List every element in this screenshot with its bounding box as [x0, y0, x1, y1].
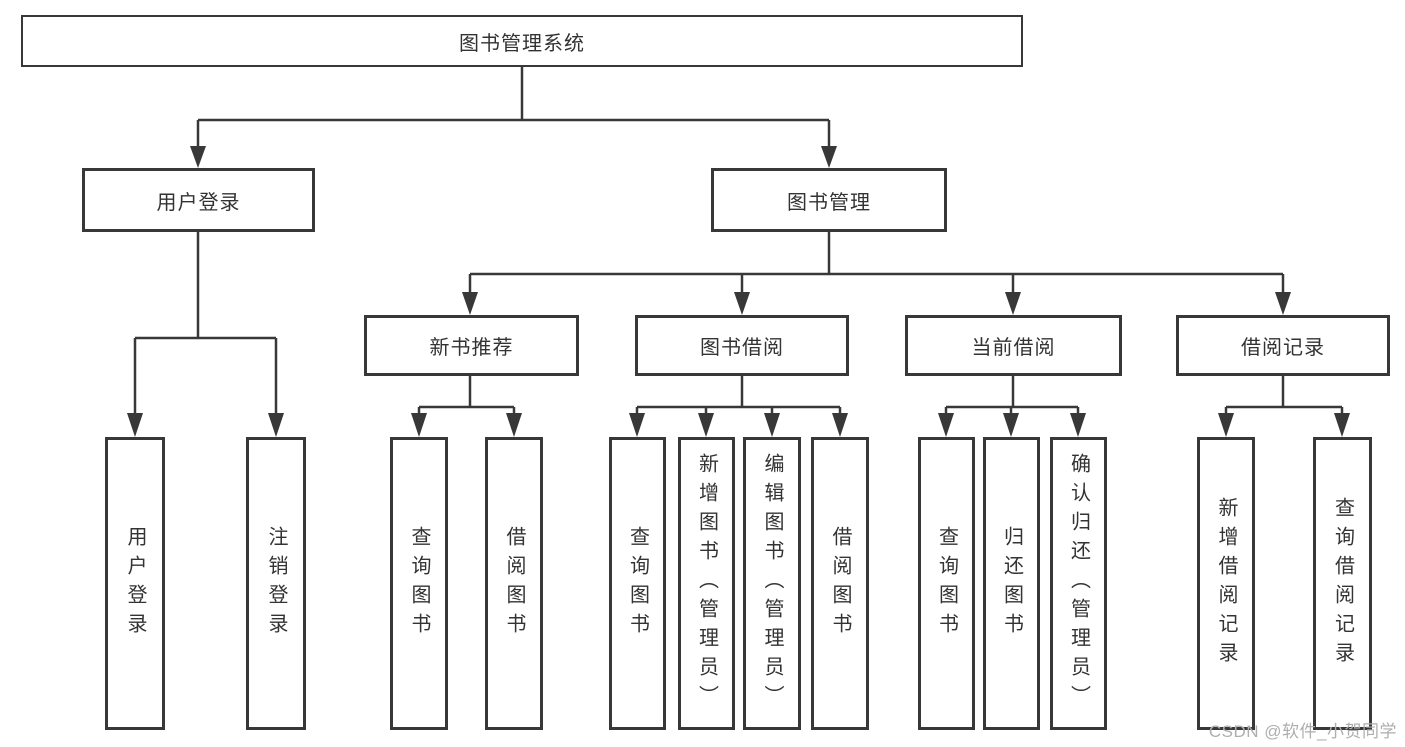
node-book-management: 图书管理	[711, 168, 947, 232]
node-book-borrowing: 图书借阅	[635, 315, 849, 376]
node-borrowing-records-label: 借阅记录	[1241, 337, 1325, 359]
leaf-borrow-books-label: 借阅图书	[829, 525, 851, 642]
leaf-query-books-current-label: 查询图书	[935, 525, 958, 642]
leaf-query-books-recommend-label: 查询图书	[408, 525, 430, 642]
leaf-return-books: 归还图书	[983, 437, 1040, 730]
leaf-add-borrow-record-label: 新增借阅记录	[1215, 496, 1237, 671]
node-new-book-recommendation: 新书推荐	[364, 315, 579, 376]
leaf-borrow-books-recommend-label: 借阅图书	[503, 525, 525, 642]
node-user-login-label: 用户登录	[156, 191, 241, 214]
leaf-return-books-label: 归还图书	[1000, 525, 1023, 642]
leaf-add-books-admin-label: 新增图书（管理员）	[695, 453, 718, 714]
node-root-library-system: 图书管理系统	[21, 15, 1023, 67]
node-book-management-label: 图书管理	[787, 191, 871, 214]
leaf-query-borrow-record: 查询借阅记录	[1313, 437, 1372, 730]
node-current-borrowing: 当前借阅	[905, 315, 1122, 376]
leaf-confirm-return-admin: 确认归还（管理员）	[1050, 437, 1107, 730]
leaf-logout-label: 注销登录	[265, 525, 287, 642]
leaf-borrow-books: 借阅图书	[811, 437, 869, 730]
leaf-query-books-borrowing: 查询图书	[609, 437, 666, 730]
node-new-book-recommendation-label: 新书推荐	[429, 337, 514, 359]
leaf-logout: 注销登录	[246, 437, 306, 730]
leaf-user-login-label: 用户登录	[124, 525, 146, 642]
leaf-confirm-return-admin-label: 确认归还（管理员）	[1067, 453, 1090, 714]
node-user-login: 用户登录	[82, 168, 315, 232]
leaf-user-login: 用户登录	[105, 437, 165, 730]
csdn-watermark: CSDN @软件_小贺同学	[1208, 722, 1397, 741]
leaf-query-books-borrowing-label: 查询图书	[626, 525, 649, 642]
leaf-edit-books-admin: 编辑图书（管理员）	[743, 437, 801, 730]
node-borrowing-records: 借阅记录	[1176, 315, 1390, 376]
leaf-query-borrow-record-label: 查询借阅记录	[1331, 496, 1354, 671]
leaf-borrow-books-recommend: 借阅图书	[485, 437, 543, 730]
leaf-add-books-admin: 新增图书（管理员）	[678, 437, 735, 730]
node-book-borrowing-label: 图书借阅	[700, 337, 784, 359]
leaf-query-books-recommend: 查询图书	[390, 437, 448, 730]
node-current-borrowing-label: 当前借阅	[971, 337, 1056, 359]
node-root-label: 图书管理系统	[459, 32, 585, 55]
leaf-query-books-current: 查询图书	[918, 437, 975, 730]
leaf-add-borrow-record: 新增借阅记录	[1197, 437, 1255, 730]
leaf-edit-books-admin-label: 编辑图书（管理员）	[761, 453, 783, 714]
